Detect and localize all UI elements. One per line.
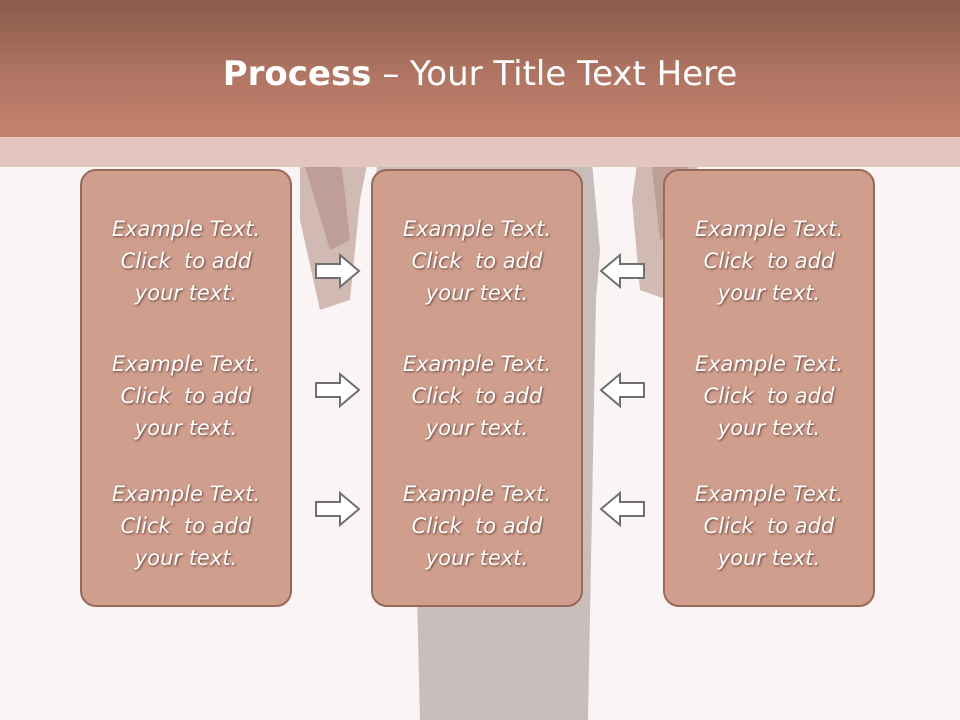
title-bold: Process — [222, 54, 372, 94]
arrow-right-icon — [315, 490, 361, 528]
title-band — [0, 137, 960, 167]
text-line: your text. — [717, 281, 821, 305]
text-line: your text. — [425, 416, 529, 440]
arrow-left-icon — [599, 252, 645, 290]
text-line: Click to add — [411, 384, 543, 408]
text-line: your text. — [425, 546, 529, 570]
text-line: Example Text. — [111, 352, 261, 376]
process-panel-left[interactable]: Example Text. Click to add your text. Ex… — [80, 169, 292, 607]
arrow-right-icon — [315, 371, 361, 409]
text-block[interactable]: Example Text. Click to add your text. — [82, 348, 290, 444]
text-block[interactable]: Example Text. Click to add your text. — [82, 478, 290, 574]
text-line: your text. — [134, 416, 238, 440]
text-line: Click to add — [703, 384, 835, 408]
arrow-right-icon — [315, 252, 361, 290]
title-rest: – Your Title Text Here — [371, 54, 738, 94]
text-block[interactable]: Example Text. Click to add your text. — [373, 478, 581, 574]
arrow-left-icon — [599, 490, 645, 528]
text-block[interactable]: Example Text. Click to add your text. — [82, 213, 290, 309]
text-block[interactable]: Example Text. Click to add your text. — [373, 348, 581, 444]
title-bar — [0, 0, 960, 137]
text-line: your text. — [717, 416, 821, 440]
slide-title[interactable]: Process – Your Title Text Here — [0, 52, 960, 96]
text-line: Click to add — [703, 514, 835, 538]
text-line: your text. — [134, 281, 238, 305]
arrow-left-icon — [599, 371, 645, 409]
text-block[interactable]: Example Text. Click to add your text. — [373, 213, 581, 309]
text-line: Click to add — [120, 249, 252, 273]
text-line: Example Text. — [402, 217, 552, 241]
text-line: your text. — [425, 281, 529, 305]
text-line: Example Text. — [111, 482, 261, 506]
text-block[interactable]: Example Text. Click to add your text. — [665, 478, 873, 574]
text-line: Click to add — [411, 249, 543, 273]
text-line: Example Text. — [402, 482, 552, 506]
text-line: Example Text. — [402, 352, 552, 376]
text-block[interactable]: Example Text. Click to add your text. — [665, 213, 873, 309]
process-panel-right[interactable]: Example Text. Click to add your text. Ex… — [663, 169, 875, 607]
text-line: Example Text. — [694, 352, 844, 376]
text-block[interactable]: Example Text. Click to add your text. — [665, 348, 873, 444]
text-line: Example Text. — [694, 482, 844, 506]
text-line: your text. — [134, 546, 238, 570]
text-line: your text. — [717, 546, 821, 570]
text-line: Click to add — [703, 249, 835, 273]
text-line: Click to add — [120, 514, 252, 538]
text-line: Example Text. — [111, 217, 261, 241]
text-line: Example Text. — [694, 217, 844, 241]
process-panel-center[interactable]: Example Text. Click to add your text. Ex… — [371, 169, 583, 607]
text-line: Click to add — [120, 384, 252, 408]
text-line: Click to add — [411, 514, 543, 538]
